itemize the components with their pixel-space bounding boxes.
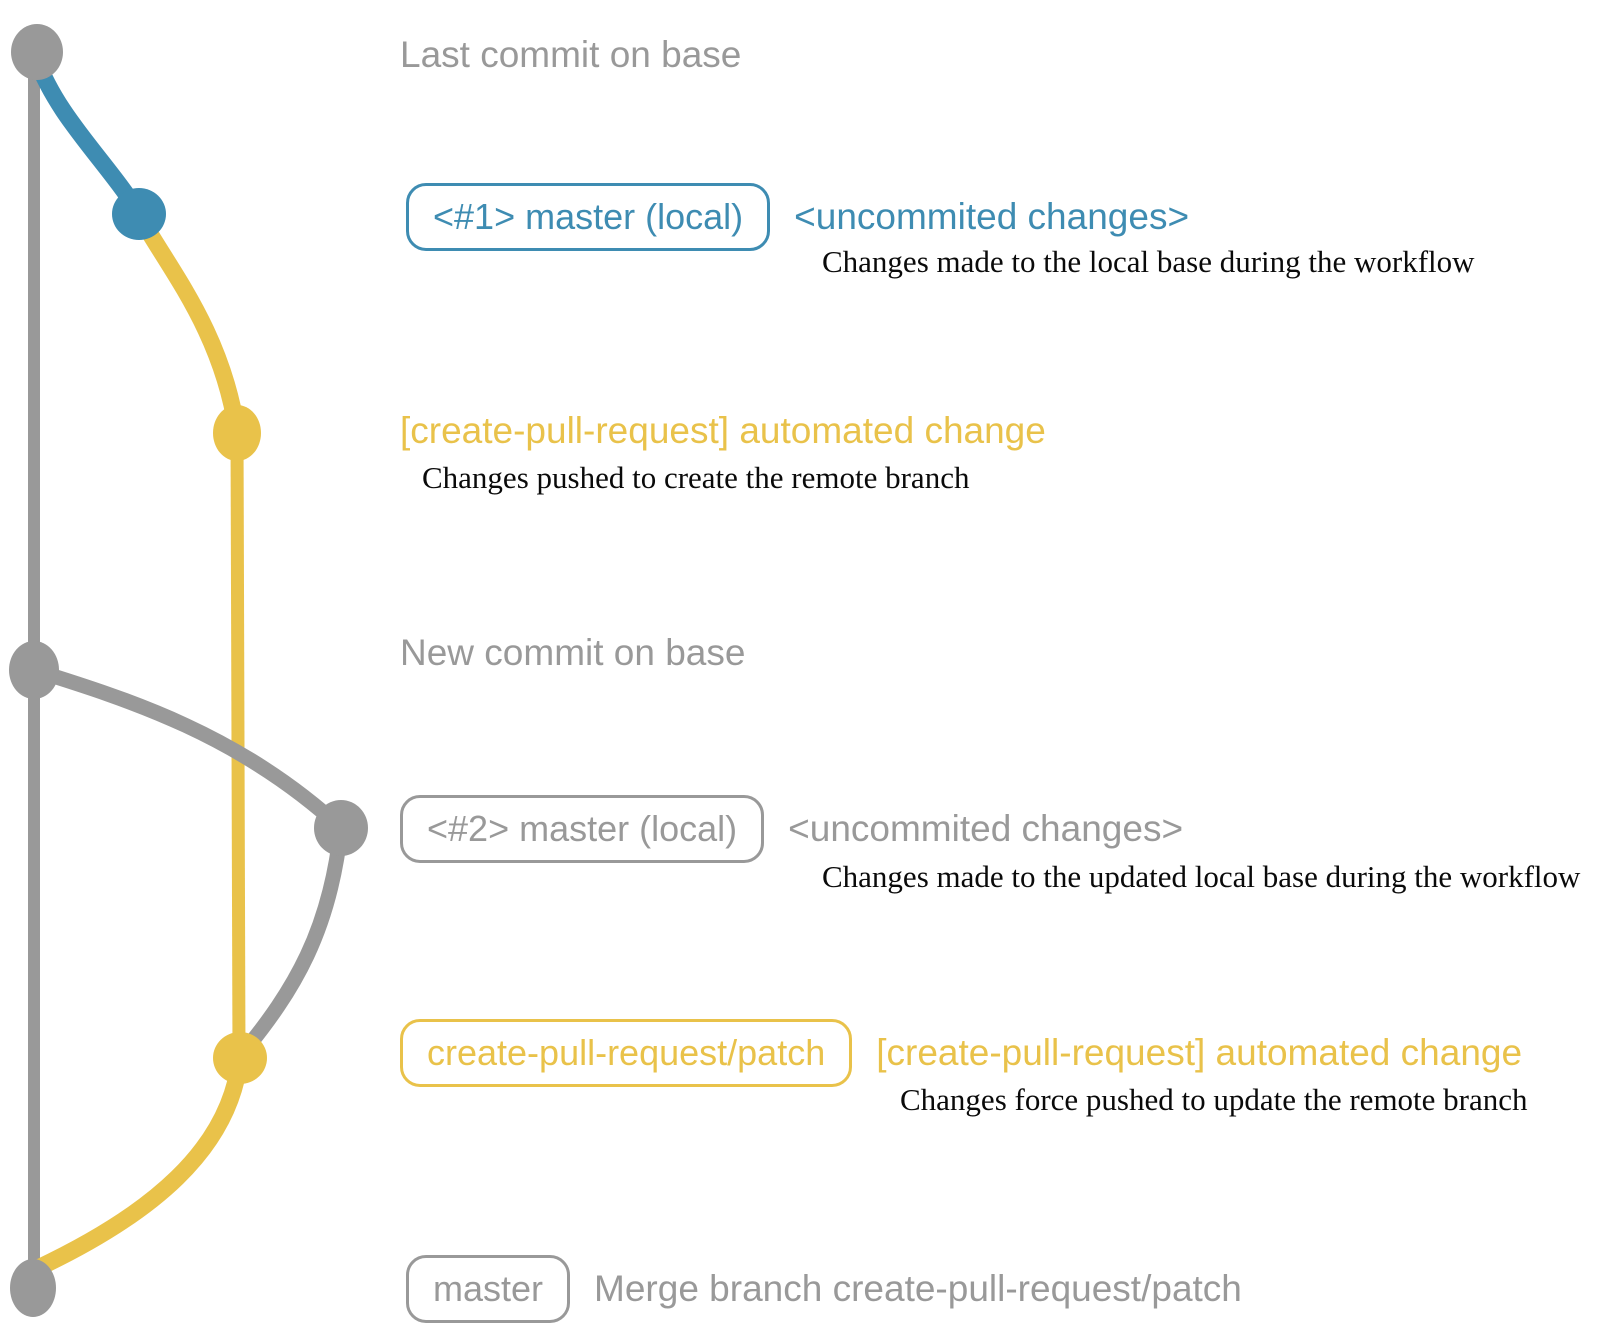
local2-branch-curve	[26, 662, 349, 836]
patch-branch-curve-top	[130, 206, 246, 441]
push1-caption: Changes pushed to create the remote bran…	[422, 460, 970, 495]
commit-dot-local-1	[112, 188, 166, 240]
row-merge: master Merge branch create-pull-request/…	[406, 1255, 1242, 1323]
row-commit1: <#1> master (local) <uncommited changes>	[406, 183, 1189, 251]
local-branch-curve	[27, 49, 148, 222]
row-push2: create-pull-request/patch [create-pull-r…	[400, 1019, 1522, 1087]
commit-dot-last-base	[11, 24, 63, 80]
badge-master-local-1: <#1> master (local)	[406, 183, 771, 251]
commit-dot-merge	[10, 1259, 56, 1317]
last-commit-title: Last commit on base	[400, 34, 742, 75]
commit-dot-local-2	[314, 800, 368, 856]
patch-merge-curve	[29, 1049, 249, 1277]
commit-dot-new-base	[9, 641, 59, 699]
badge-master: master	[406, 1255, 571, 1323]
merge-annotation: Merge branch create-pull-request/patch	[594, 1268, 1242, 1309]
row-last-commit: Last commit on base	[400, 34, 741, 76]
commit1-caption: Changes made to the local base during th…	[822, 244, 1475, 279]
commit1-annotation: <uncommited changes>	[794, 196, 1190, 237]
row-new-commit: New commit on base	[400, 632, 745, 674]
commit-dot-patch-2	[213, 1032, 267, 1084]
row-commit2: <#2> master (local) <uncommited changes>	[400, 795, 1183, 863]
badge-master-local-2: <#2> master (local)	[400, 795, 765, 863]
badge-patch-branch: create-pull-request/patch	[400, 1019, 853, 1087]
push1-annotation: [create-pull-request] automated change	[400, 410, 1046, 451]
push2-caption: Changes force pushed to update the remot…	[900, 1082, 1528, 1117]
local2-merge-curve	[233, 820, 349, 1063]
commit-dot-patch-1	[213, 405, 261, 461]
row-push1: [create-pull-request] automated change	[400, 410, 1046, 452]
new-commit-title: New commit on base	[400, 632, 746, 673]
commit2-annotation: <uncommited changes>	[788, 808, 1184, 849]
push2-annotation: [create-pull-request] automated change	[876, 1032, 1523, 1073]
commit2-caption: Changes made to the updated local base d…	[822, 859, 1581, 894]
